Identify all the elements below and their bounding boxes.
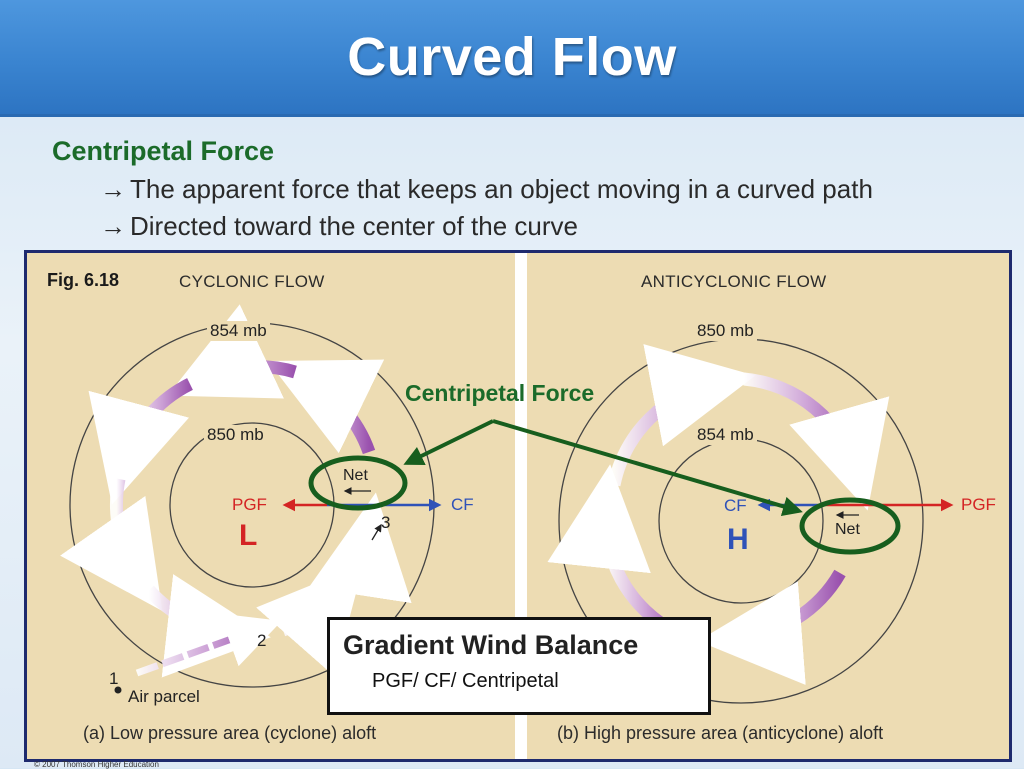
low-pressure-center: L [239, 519, 258, 552]
left-panel-title: CYCLONIC FLOW [179, 272, 325, 291]
point-2-label: 2 [257, 631, 267, 650]
point-3-pointer [371, 523, 382, 541]
slide-title: Curved Flow [347, 27, 677, 87]
right-inner-isobar-label: 854 mb [694, 425, 757, 445]
cyclonic-flow-arrows [60, 304, 412, 678]
figure-panel: Fig. 6.18 CYCLONIC FLOW ANTICYCLONIC FLO… [24, 250, 1012, 762]
right-panel-title: ANTICYCLONIC FLOW [641, 272, 827, 291]
flow-diagram [60, 304, 954, 704]
arrow-right-icon: → [100, 174, 126, 204]
right-net-label: Net [835, 521, 860, 538]
bullet-text: The apparent force that keeps an object … [130, 174, 873, 204]
left-inner-isobar-label: 850 mb [204, 425, 267, 445]
high-pressure-center: H [727, 523, 749, 556]
air-parcel-label: Air parcel [128, 687, 200, 706]
right-cf-label: CF [724, 496, 747, 515]
left-outer-isobar-label: 854 mb [207, 321, 270, 341]
parcel-path-arrow [135, 613, 282, 677]
net-highlight-ellipse [308, 455, 408, 511]
point-1-label: 1 [109, 669, 119, 688]
left-pgf-label: PGF [232, 495, 267, 514]
net-highlight-ellipse [799, 497, 901, 555]
gwb-title: Gradient Wind Balance [343, 630, 639, 660]
left-cf-label: CF [451, 495, 474, 514]
right-caption: (b) High pressure area (anticyclone) alo… [557, 723, 884, 743]
arrow-right-icon: → [100, 211, 126, 241]
right-pgf-label: PGF [961, 495, 996, 514]
right-outer-isobar-label: 850 mb [694, 321, 757, 341]
gwb-subtitle: PGF/ CF/ Centripetal [372, 670, 559, 692]
copyright-text: © 2007 Thomson Higher Education [34, 760, 159, 769]
bullet-text: Directed toward the center of the curve [130, 211, 579, 241]
point-3-label: 3 [381, 513, 391, 532]
gradient-wind-balance-box: Gradient Wind Balance PGF/ CF/ Centripet… [327, 617, 711, 715]
section-heading: Centripetal Force [52, 136, 275, 166]
bullet-item: →Directed toward the center of the curve [100, 211, 578, 242]
inner-isobar-circle [658, 438, 824, 604]
air-parcel-dot [114, 686, 122, 694]
figure-label: Fig. 6.18 [47, 270, 120, 290]
centripetal-force-label: Centripetal Force [405, 380, 595, 406]
left-net-label: Net [343, 467, 368, 484]
centripetal-pointer-right [492, 419, 803, 517]
title-bar: Curved Flow [0, 0, 1024, 117]
bullet-item: →The apparent force that keeps an object… [100, 174, 873, 205]
left-caption: (a) Low pressure area (cyclone) aloft [83, 723, 377, 743]
centripetal-pointer-left [403, 419, 494, 465]
